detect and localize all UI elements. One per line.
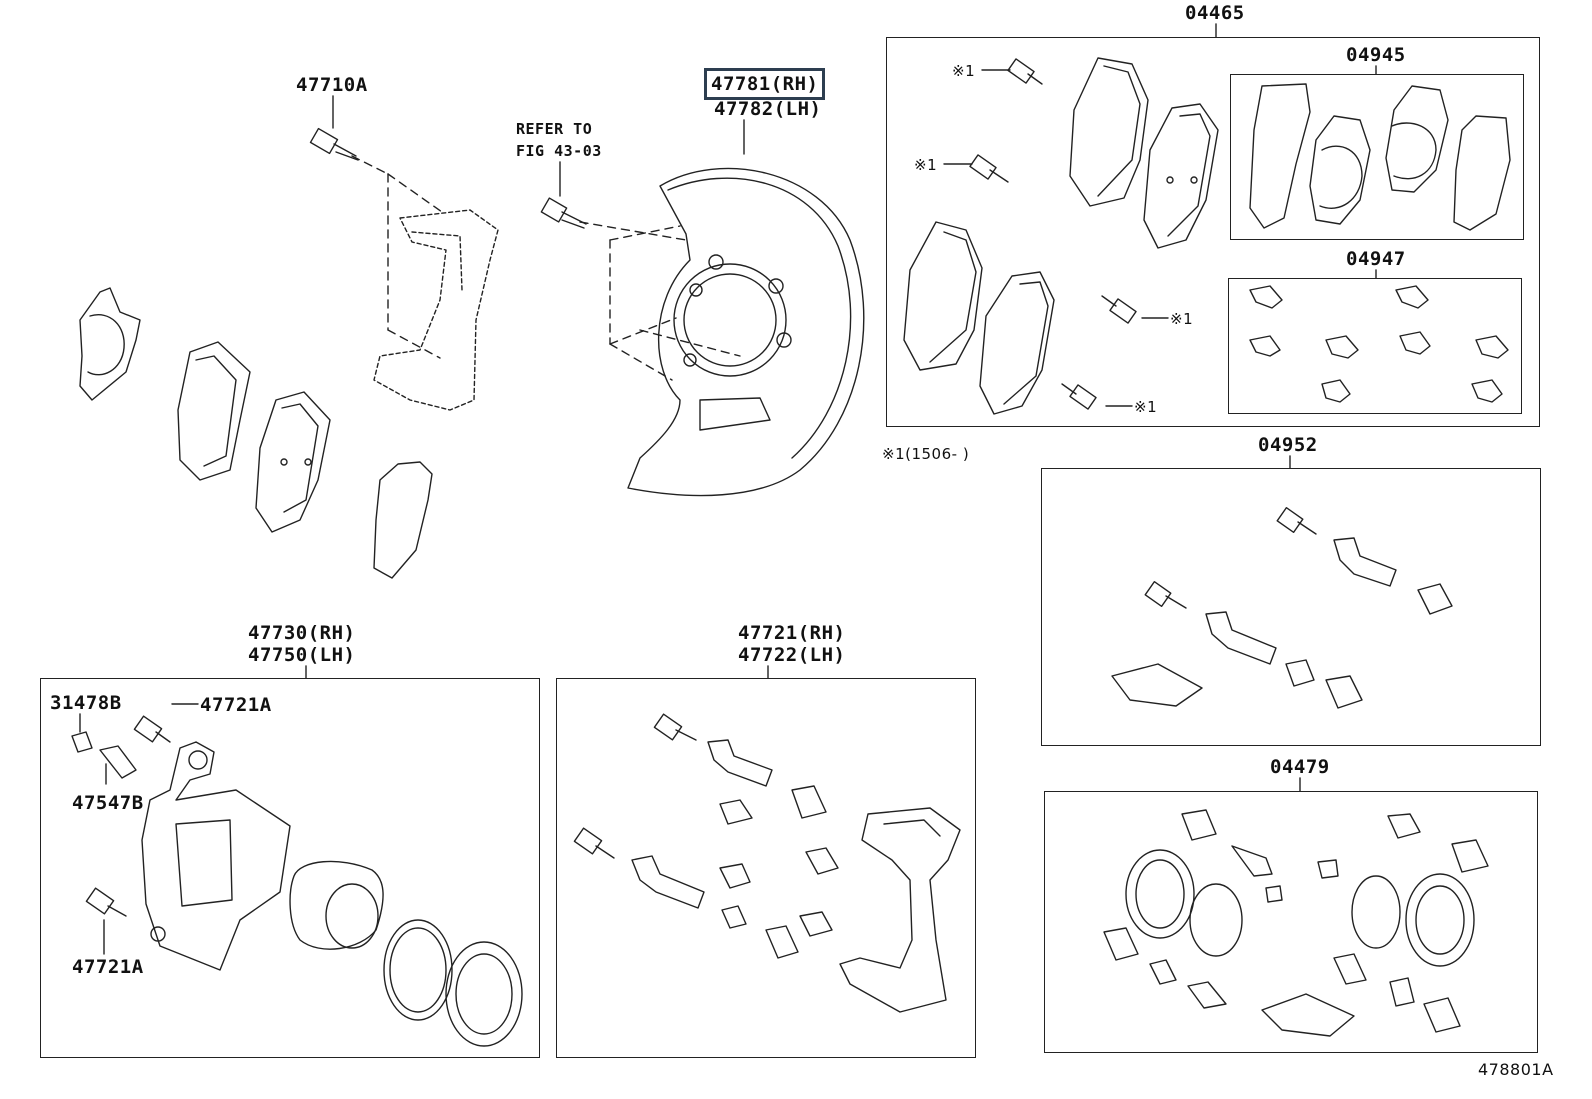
seal-kit-box xyxy=(1044,791,1538,1053)
label-47782-lh[interactable]: 47782(LH) xyxy=(714,98,822,120)
shim-kit-box xyxy=(1230,74,1524,240)
label-47721a-bottom[interactable]: 47721A xyxy=(72,956,144,978)
mark-1-a: ※1 xyxy=(952,62,976,80)
label-47781-rh-highlighted[interactable]: 47781(RH) xyxy=(704,68,826,100)
label-04465[interactable]: 04465 xyxy=(1185,2,1245,24)
pad-kit-box xyxy=(886,37,1540,427)
label-47547b[interactable]: 47547B xyxy=(72,792,144,814)
label-31478b[interactable]: 31478B xyxy=(50,692,122,714)
refer-to-line1: REFER TO xyxy=(516,120,593,138)
mark-1-b: ※1 xyxy=(914,156,938,174)
label-47730-rh[interactable]: 47730(RH) xyxy=(248,622,356,644)
label-04947[interactable]: 04947 xyxy=(1346,248,1406,270)
mark-1-d: ※1 xyxy=(1134,398,1158,416)
label-04945[interactable]: 04945 xyxy=(1346,44,1406,66)
cylinder-kit-box xyxy=(1041,468,1541,746)
label-47722-lh[interactable]: 47722(LH) xyxy=(738,644,846,666)
footnote-1506: ※1(1506- ) xyxy=(882,445,970,463)
fitting-kit-box xyxy=(1228,278,1522,414)
label-47721-rh[interactable]: 47721(RH) xyxy=(738,622,846,644)
caliper-box xyxy=(40,678,540,1058)
diagram-id: 478801A xyxy=(1478,1060,1554,1079)
mounting-box xyxy=(556,678,976,1058)
label-04952[interactable]: 04952 xyxy=(1258,434,1318,456)
mark-1-c: ※1 xyxy=(1170,310,1194,328)
label-04479[interactable]: 04479 xyxy=(1270,756,1330,778)
label-47750-lh[interactable]: 47750(LH) xyxy=(248,644,356,666)
label-47721a-top[interactable]: 47721A xyxy=(200,694,272,716)
label-47710a[interactable]: 47710A xyxy=(296,74,368,96)
refer-to-line2[interactable]: FIG 43-03 xyxy=(516,142,602,160)
